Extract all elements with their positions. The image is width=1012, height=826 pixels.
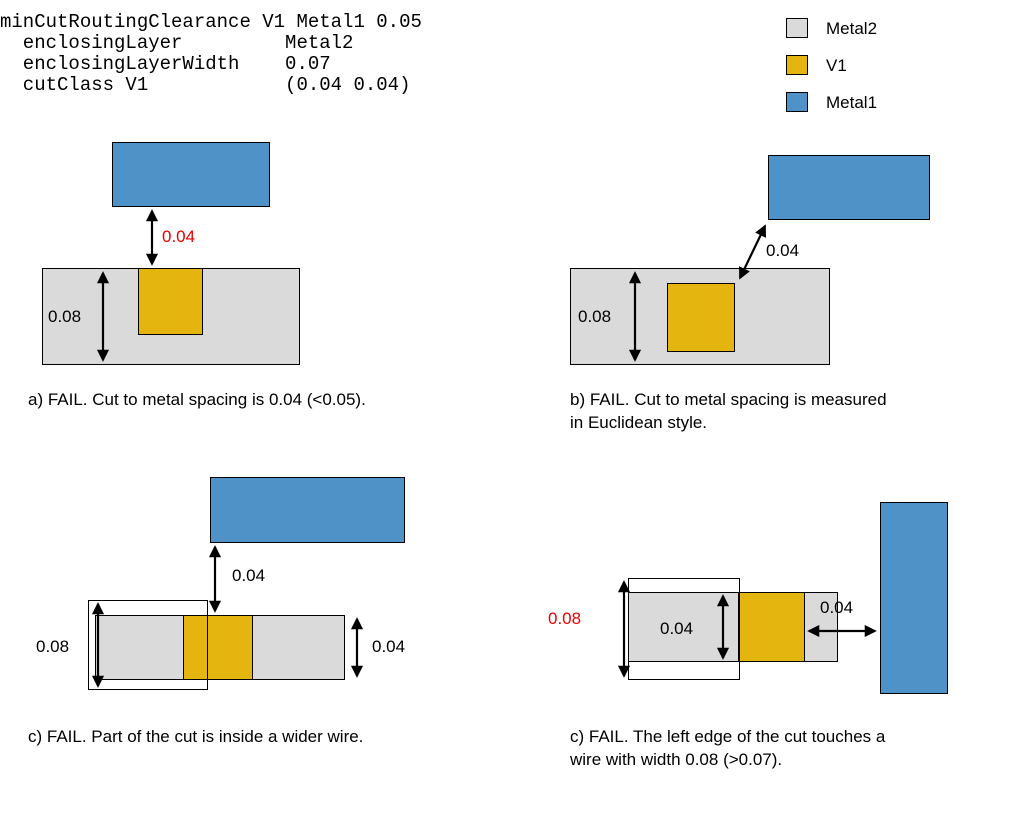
figure-b-caption-line2: in Euclidean style. bbox=[570, 413, 708, 432]
figure-b-width-label: 0.08 bbox=[578, 307, 612, 326]
figure-d-metal1-rect bbox=[880, 502, 948, 694]
figure-a-v1-cut bbox=[138, 268, 203, 335]
figure-c-caption: c) FAIL. Part of the cut is inside a wid… bbox=[28, 727, 364, 746]
figure-c-wide-wire-outline bbox=[88, 600, 208, 690]
figure-d-caption-line1: c) FAIL. The left edge of the cut touche… bbox=[570, 727, 886, 746]
figure-d-caption: c) FAIL. The left edge of the cut touche… bbox=[570, 725, 980, 771]
figure-c-wire-width-label: 0.04 bbox=[372, 637, 406, 656]
figure-c-metal1-rect bbox=[210, 477, 405, 543]
legend-label-v1: V1 bbox=[826, 56, 847, 75]
legend-swatch-metal1 bbox=[786, 92, 808, 112]
legend-label-metal1: Metal1 bbox=[826, 93, 878, 112]
figure-d-spacing-label: 0.04 bbox=[820, 598, 854, 617]
figure-b-spacing-label: 0.04 bbox=[766, 241, 800, 260]
legend-label-metal2: Metal2 bbox=[826, 19, 878, 38]
figure-d-v1-cut bbox=[738, 592, 805, 662]
figure-a-width-label: 0.08 bbox=[48, 307, 82, 326]
figure-c-spacing-label: 0.04 bbox=[232, 566, 266, 585]
figure-b-v1-cut bbox=[667, 283, 735, 352]
figure-a-spacing-label: 0.04 bbox=[162, 227, 196, 246]
legend-swatch-metal2 bbox=[786, 18, 808, 38]
figure-a-metal1-rect bbox=[112, 142, 270, 207]
figure-c-wide-wire-width-label: 0.08 bbox=[36, 637, 70, 656]
figure-b-caption: b) FAIL. Cut to metal spacing is measure… bbox=[570, 388, 970, 434]
rule-code-block: minCutRoutingClearance V1 Metal1 0.05 en… bbox=[0, 11, 422, 96]
figure-d-wide-wire-width-label: 0.08 bbox=[548, 609, 582, 628]
figure-c-v1-cut bbox=[183, 615, 253, 680]
legend-swatch-v1 bbox=[786, 55, 808, 75]
figure-a-caption: a) FAIL. Cut to metal spacing is 0.04 (<… bbox=[28, 390, 366, 409]
figure-b-caption-line1: b) FAIL. Cut to metal spacing is measure… bbox=[570, 390, 887, 409]
figure-d-wire-width-label: 0.04 bbox=[660, 619, 694, 638]
figure-b-metal1-rect bbox=[768, 155, 930, 220]
figure-d-caption-line2: wire with width 0.08 (>0.07). bbox=[570, 750, 783, 769]
